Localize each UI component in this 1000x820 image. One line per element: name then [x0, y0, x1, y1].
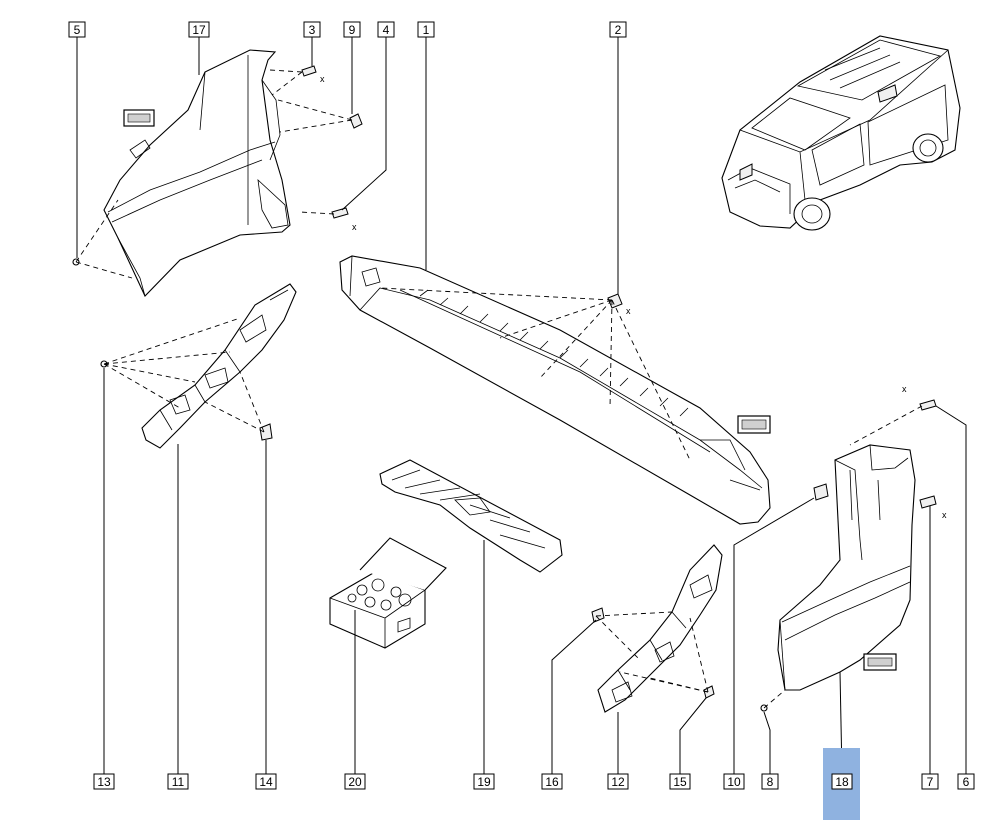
callout-8[interactable]: 8: [761, 773, 779, 790]
svg-text:14: 14: [259, 775, 273, 789]
callout-11[interactable]: 11: [167, 773, 189, 790]
svg-text:13: 13: [97, 775, 111, 789]
step-plate-part-19: [379, 459, 563, 573]
callout-1[interactable]: 1: [417, 21, 435, 38]
svg-text:12: 12: [611, 775, 625, 789]
right-bracket-part-12: [597, 544, 723, 713]
callout-19[interactable]: 19: [473, 773, 495, 790]
callout-9[interactable]: 9: [343, 21, 361, 38]
left-corner-bumper-part-17: [103, 49, 291, 297]
svg-text:19: 19: [477, 775, 491, 789]
callout-7[interactable]: 7: [921, 773, 939, 790]
callout-12[interactable]: 12: [607, 773, 629, 790]
left-bracket-part-11: [141, 283, 297, 449]
fastener-mark: x: [626, 306, 631, 316]
fastener-mark: x: [352, 222, 357, 232]
callout-10[interactable]: 10: [723, 773, 745, 790]
fastener-mark: x: [320, 74, 325, 84]
right-corner-bumper-part-18: [777, 444, 916, 691]
assembly-lines: [75, 69, 923, 709]
svg-text:11: 11: [172, 775, 185, 789]
callout-17[interactable]: 17: [188, 21, 210, 38]
svg-text:3: 3: [309, 23, 316, 37]
callout-5[interactable]: 5: [68, 21, 86, 38]
callout-13[interactable]: 13: [93, 773, 115, 790]
callout-15[interactable]: 15: [669, 773, 691, 790]
callout-14[interactable]: 14: [255, 773, 277, 790]
callout-row-top: 5 17 3 9 4 1 2: [68, 21, 627, 38]
svg-text:7: 7: [927, 775, 934, 789]
fastener-marks: x x x x x: [320, 74, 947, 520]
svg-text:5: 5: [74, 23, 81, 37]
callout-4[interactable]: 4: [377, 21, 395, 38]
callout-20[interactable]: 20: [344, 773, 366, 790]
svg-text:4: 4: [383, 23, 390, 37]
van-illustration: [721, 35, 961, 231]
fastener-mark: x: [942, 510, 947, 520]
callout-row-bottom: 13 11 14 20 19 16 12 15: [93, 748, 975, 820]
callout-16[interactable]: 16: [541, 773, 563, 790]
svg-text:16: 16: [545, 775, 559, 789]
svg-text:9: 9: [349, 23, 356, 37]
callout-6[interactable]: 6: [957, 773, 975, 790]
centre-bumper-part-1: [339, 255, 771, 525]
svg-text:10: 10: [727, 775, 741, 789]
callout-3[interactable]: 3: [303, 21, 321, 38]
leader-lines: [76, 37, 967, 775]
fixing-kit-box-part-20: [329, 537, 447, 649]
svg-text:20: 20: [348, 775, 362, 789]
callout-2[interactable]: 2: [609, 21, 627, 38]
svg-text:8: 8: [767, 775, 774, 789]
callout-18[interactable]: 18: [823, 748, 860, 820]
svg-text:2: 2: [615, 23, 622, 37]
svg-text:6: 6: [963, 775, 970, 789]
svg-text:17: 17: [192, 23, 206, 37]
fasteners: [72, 65, 937, 712]
fastener-mark: x: [902, 384, 907, 394]
svg-text:1: 1: [423, 23, 430, 37]
svg-text:15: 15: [673, 775, 687, 789]
svg-text:18: 18: [835, 775, 849, 789]
